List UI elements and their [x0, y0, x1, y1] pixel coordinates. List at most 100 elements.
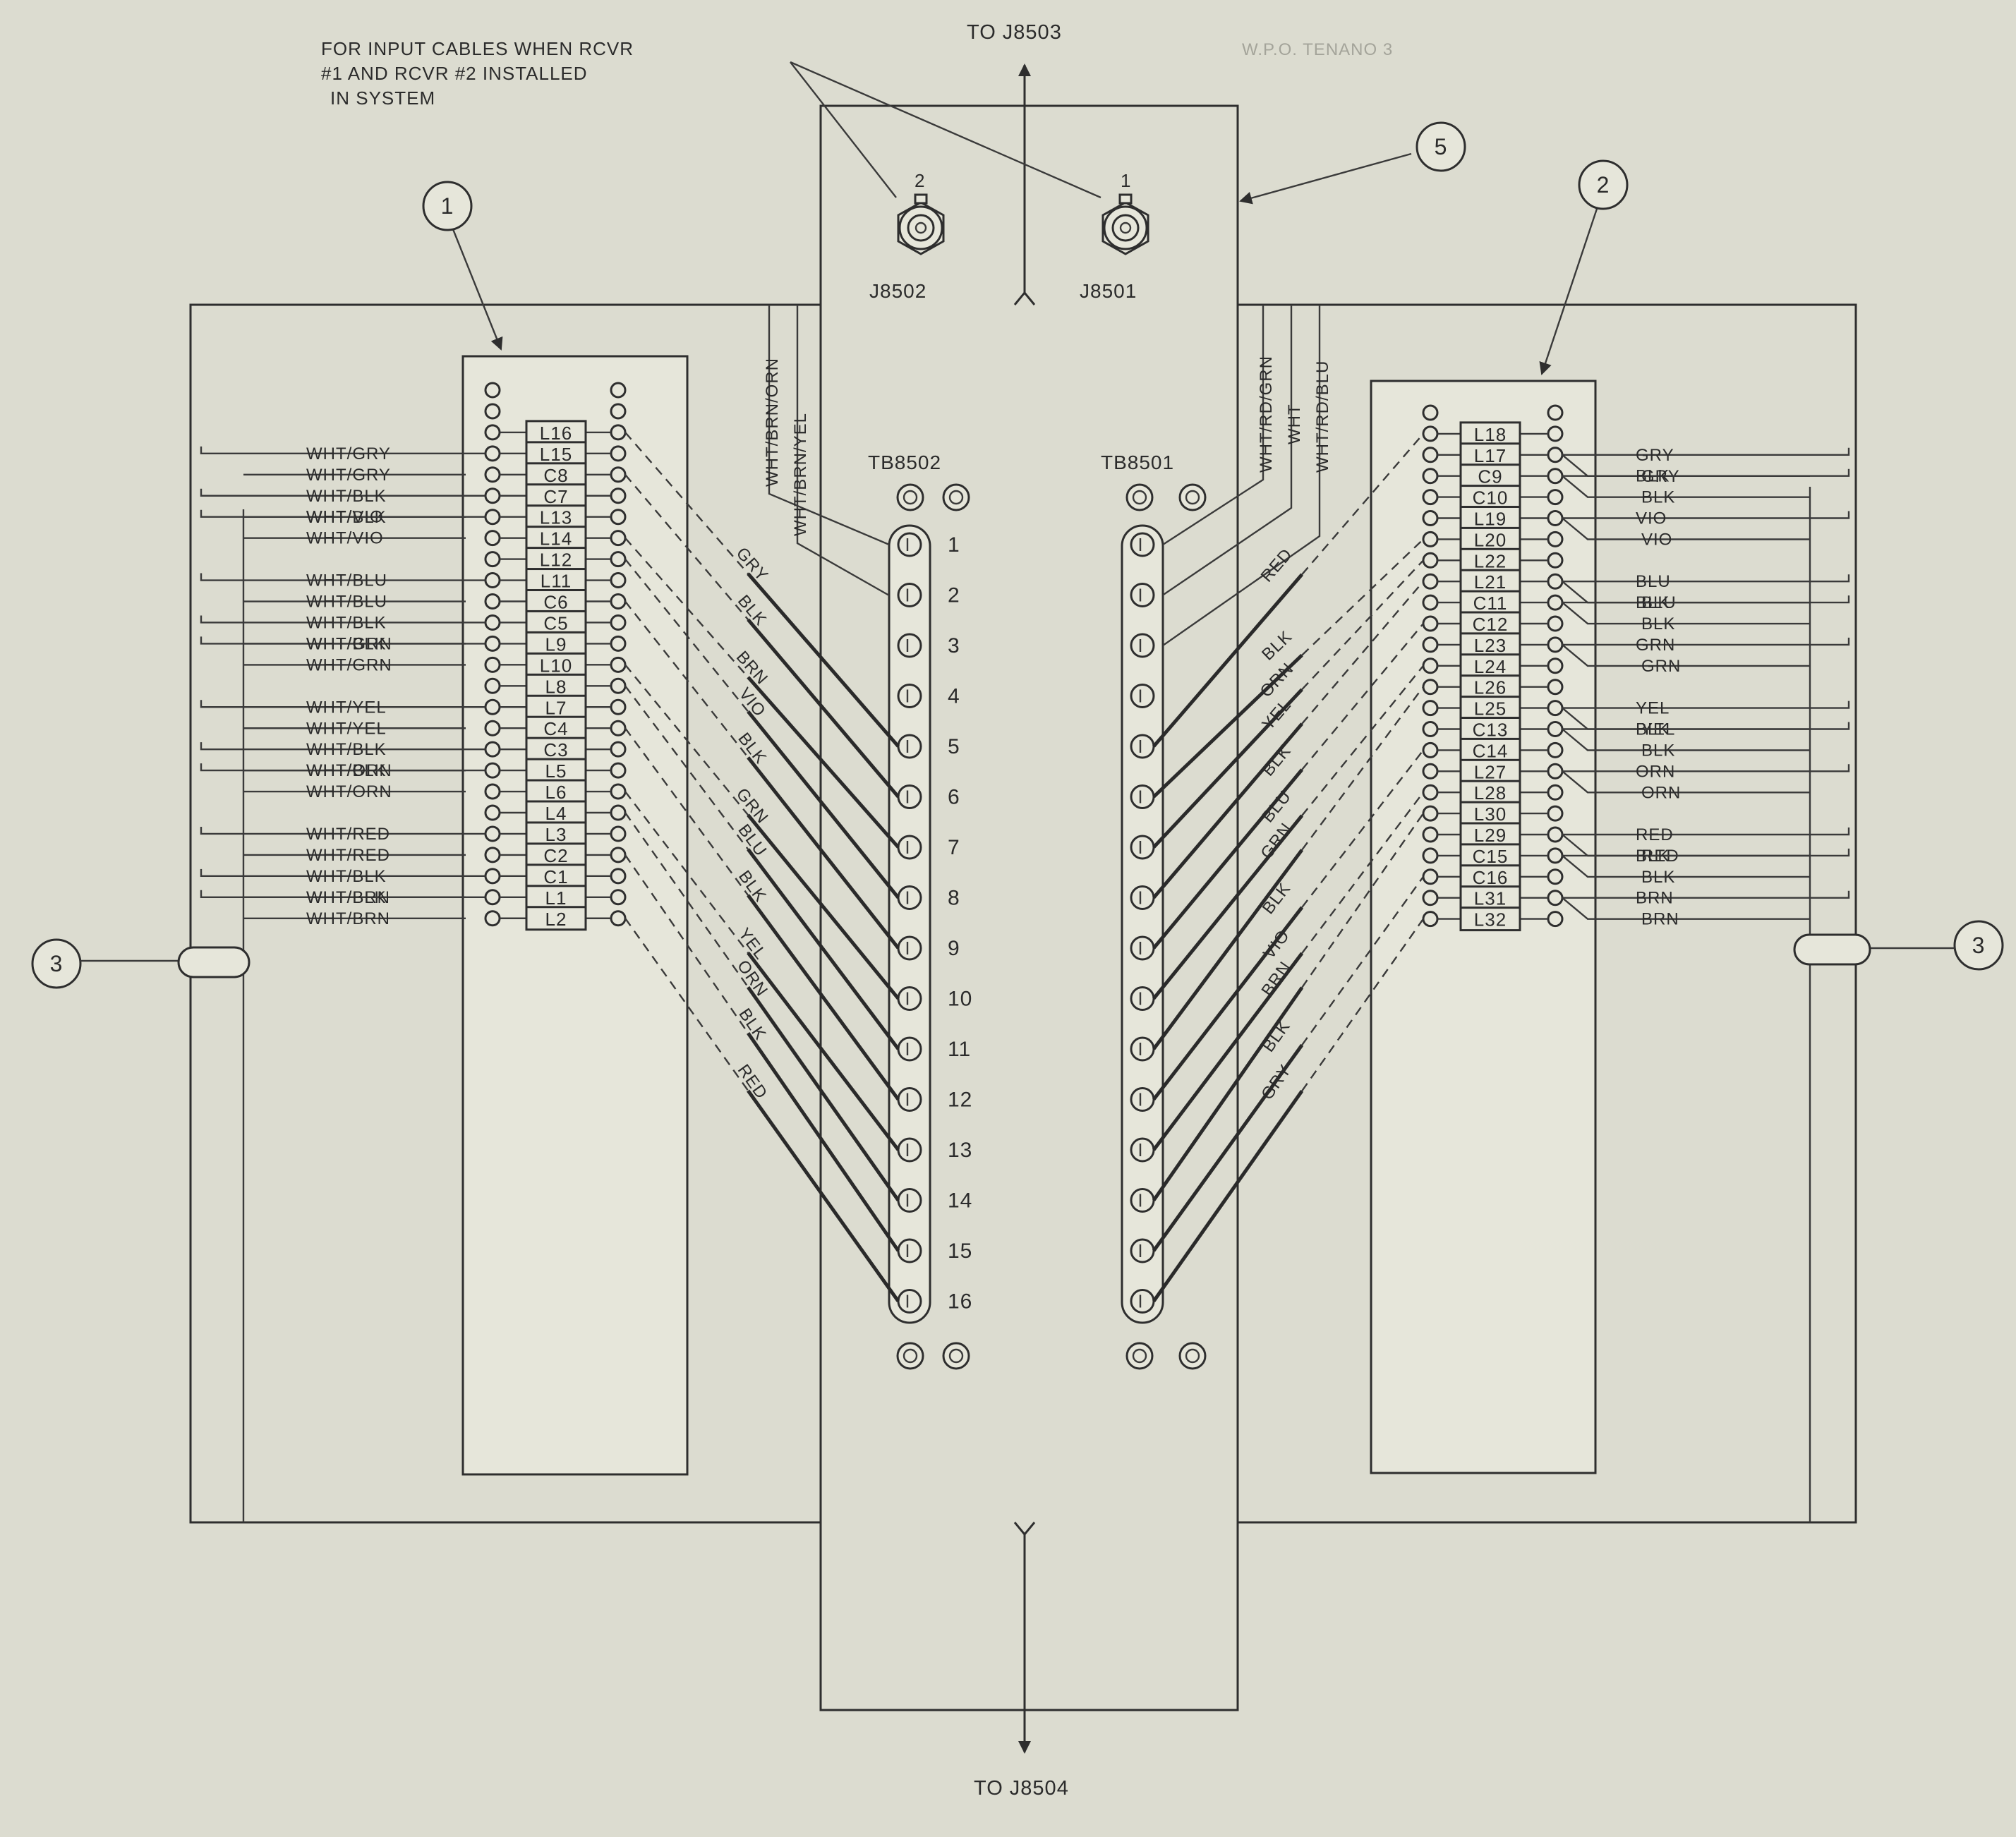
left-wire-label: WHT/VIO	[306, 508, 384, 527]
right-board-component-body	[1459, 506, 1521, 531]
destination-top: TO J8503	[967, 21, 1062, 44]
left-board-pad-right	[610, 783, 627, 800]
right-board-component-label: L22	[1474, 550, 1507, 571]
right-board-pad-left	[1422, 805, 1439, 822]
right-board-component-label: L28	[1474, 782, 1507, 804]
tb8502-screw	[897, 633, 922, 658]
left-board-component-body	[525, 652, 587, 677]
right-jumper-wire	[1152, 688, 1303, 849]
right-board-pad-right	[1547, 700, 1564, 717]
right-external-wire	[1562, 770, 1810, 794]
right-board-component-body	[1459, 907, 1521, 932]
left-jumper-wire	[747, 1089, 900, 1302]
right-board-components: L18L17C9C10L19L20L22L21C11C12L23L24L26L2…	[1422, 404, 1564, 932]
left-board-pad-right	[610, 720, 627, 736]
left-board-pad-left	[484, 847, 501, 863]
left-external-wire	[200, 890, 485, 898]
left-jumper-dashed	[624, 558, 749, 713]
tb8501-strip	[1121, 524, 1164, 1324]
right-board-pad-left	[1422, 911, 1439, 928]
right-board-pad-right	[1547, 404, 1564, 421]
right-board-pad-right	[1547, 573, 1564, 590]
right-jumper-dashed	[1301, 813, 1424, 988]
left-board-component-body	[525, 821, 587, 847]
right-board-pad-left	[1422, 826, 1439, 843]
left-board-pad-right	[610, 804, 627, 821]
right-board-component-body	[1459, 737, 1521, 763]
left-board-component-label: C5	[543, 612, 568, 633]
left-wire-label: WHT/RED	[306, 846, 390, 865]
left-external-wire	[200, 446, 485, 455]
left-jumper-dashed	[624, 791, 749, 954]
right-wire-label: BLK	[1641, 614, 1675, 633]
right-board-component-body	[1459, 822, 1521, 847]
tb8502-screw	[897, 1137, 922, 1163]
right-external-wire	[1562, 834, 1810, 857]
left-board-pad-left	[484, 762, 501, 779]
tb8502-screw	[897, 734, 922, 759]
right-wire-label: VIO	[1641, 531, 1672, 550]
right-board-component-label: L32	[1474, 909, 1507, 930]
center-panel-notch-top	[1013, 106, 1036, 305]
j8502-number: 2	[915, 170, 925, 191]
tb8502-screw	[897, 986, 922, 1011]
right-board-component-label: L26	[1474, 677, 1507, 698]
right-jumper-dashed	[1301, 876, 1424, 1046]
left-board-component-label: L4	[545, 803, 567, 824]
right-board-pad-right	[1547, 763, 1564, 780]
tb8501-screw	[1130, 784, 1155, 809]
right-board-pad-right	[1547, 805, 1564, 822]
left-jumper-label: BLU	[734, 820, 770, 860]
callout-5-circle	[1416, 121, 1466, 172]
right-external-wire	[1562, 447, 1850, 456]
tb8502-screw	[897, 684, 922, 708]
coax-label-right: WHT/RD/GRN	[1257, 356, 1276, 473]
right-board-component-label: L23	[1474, 635, 1507, 656]
right-board-pad-right	[1547, 489, 1564, 506]
terminal-number: 16	[948, 1290, 972, 1314]
right-board-component-label: L30	[1474, 804, 1507, 825]
right-board-pad-left	[1422, 890, 1439, 907]
right-board-component-label: L24	[1474, 656, 1507, 677]
right-board-component-body	[1459, 674, 1521, 700]
right-board-component-body	[1459, 485, 1521, 510]
right-wire-label: GRY	[1636, 446, 1674, 465]
left-board-pad-right	[610, 445, 627, 462]
right-jumper-label: BLK	[1259, 1017, 1294, 1055]
left-board-pad-right	[610, 847, 627, 863]
left-wire-label: WHT/ORN	[306, 761, 392, 780]
right-external-wire	[1562, 602, 1810, 625]
right-jumper-wire	[1152, 952, 1304, 1151]
left-jumper-dashed	[624, 727, 749, 896]
right-jumper-wire	[1152, 986, 1304, 1201]
left-wire-label: WHT/BLK	[306, 487, 387, 506]
right-board-pad-right	[1547, 890, 1564, 907]
right-board-component-body	[1459, 717, 1521, 741]
cable-bundle-clamp-left	[177, 946, 251, 978]
right-board-component-label: C13	[1473, 720, 1509, 741]
right-board-pad-left	[1422, 489, 1439, 506]
right-external-wire	[1562, 728, 1810, 751]
right-wire-label: RED	[1636, 825, 1674, 844]
right-board-component-body	[1459, 590, 1521, 615]
right-external-wire	[1562, 701, 1850, 709]
left-board-pad-left	[484, 572, 501, 589]
left-board-component-body	[525, 526, 587, 551]
right-jumper-label: RED	[1257, 545, 1296, 586]
right-board-component-body	[1459, 885, 1521, 911]
terminal-number: 3	[948, 634, 960, 657]
right-wire-label: GRN	[1641, 657, 1681, 676]
right-external-wire	[1562, 454, 1810, 477]
right-board-component-label: L20	[1474, 529, 1507, 550]
right-external-wire	[1562, 707, 1810, 730]
right-board-component-label: L25	[1474, 698, 1507, 720]
terminal-number: 1	[948, 533, 960, 557]
right-external-wire	[1562, 897, 1810, 920]
left-board-component-label: C4	[543, 718, 568, 739]
tb8502-screw	[897, 532, 922, 557]
left-board-pad-left	[484, 825, 501, 842]
revision-stamp: W.P.O. TENANO 3	[1242, 40, 1393, 59]
right-board-component-label: L21	[1474, 571, 1507, 593]
left-jumper-wire	[747, 1031, 900, 1252]
right-wire-label: BLK	[1641, 741, 1675, 760]
